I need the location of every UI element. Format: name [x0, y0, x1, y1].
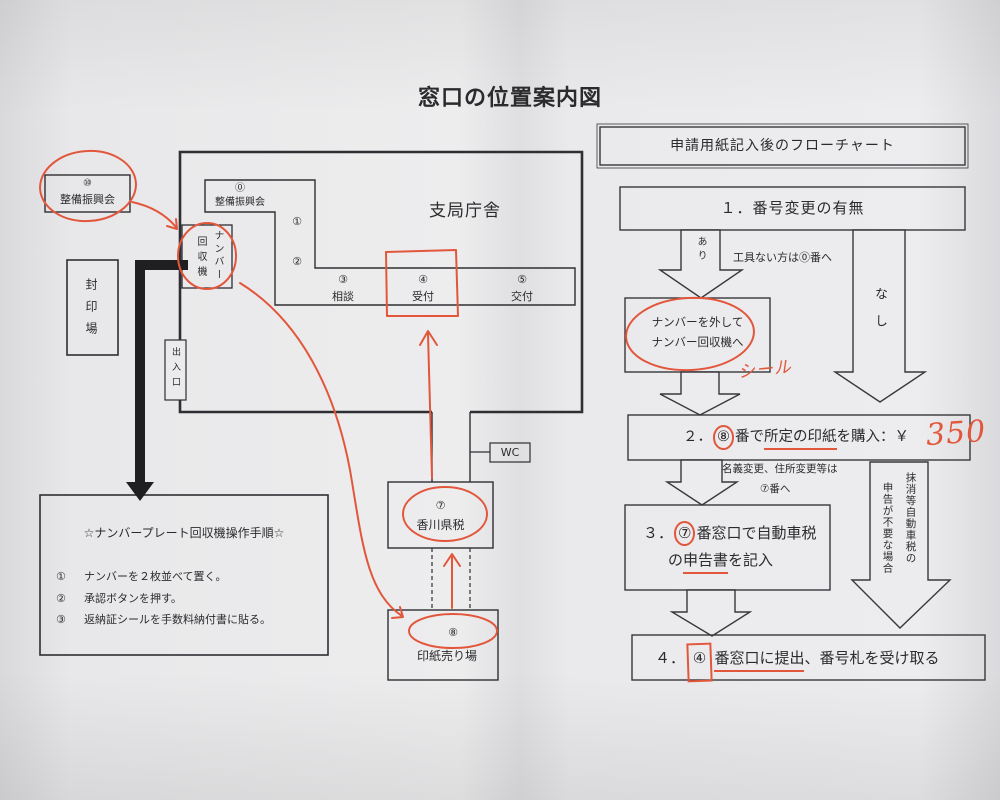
flow-step3-window: ⑦ [674, 521, 696, 546]
stamp-shop-label: 印紙売り場 [416, 649, 477, 663]
flow-yes-arrow [657, 229, 745, 299]
flow-step3-box [624, 504, 831, 591]
seal-area-box [66, 259, 119, 356]
entrance-label: 出入口 [170, 347, 180, 392]
procedure-step-2-number: ② [56, 592, 66, 605]
flow-arrow-to-step4 [669, 589, 753, 637]
route-to-procedure-arrowhead [126, 482, 154, 501]
counter-5-number: ⑤ [517, 273, 527, 286]
flowchart-lines [596, 123, 986, 681]
window-2-label: ② [292, 255, 302, 268]
flow-step4-rest1: 番窓口に提出 [714, 649, 805, 672]
seibi-outside-number: ⑩ [83, 178, 92, 189]
procedure-step-1-number: ① [56, 570, 66, 583]
flow-skip-arrow [850, 461, 952, 629]
flow-step2-window: ⑧ [713, 425, 734, 450]
flow-no-arrow [832, 229, 928, 403]
number-machine-label-left: 回収機 [195, 236, 206, 281]
flow-step2-item: 所定の印紙 [764, 429, 837, 450]
flow-step4-rest2: 、番号札を受け取る [804, 649, 940, 667]
flow-step2-box [627, 414, 971, 461]
flow-title: 申請用紙記入後のフローチャート [670, 138, 895, 154]
flow-branch-yes: あり [695, 236, 706, 264]
flow-branch-no: なし [872, 287, 887, 341]
procedure-step-1-text: ナンバーを２枚並べて置く。 [84, 570, 227, 583]
entrance-box [164, 339, 187, 401]
flow-step4-prefix: ４． [655, 649, 686, 667]
seibi-outside-label: 整備振興会 [60, 193, 115, 206]
counter-area-outline [204, 179, 576, 306]
seibi-inside-number: ⓪ [235, 183, 245, 194]
wc-label: WC [500, 446, 520, 459]
flow-step3-line1-rest: 番窓口で自動車税 [696, 524, 817, 542]
flow-title-box [599, 126, 966, 166]
flow-remove-plate-line1: ナンバーを外して [651, 315, 744, 329]
building-outline [178, 150, 584, 414]
flow-step2-suffix: を購入：￥ [836, 429, 910, 445]
counter-5-label: 交付 [511, 290, 533, 303]
flow-remove-plate-line2: ナンバー回収機へ [651, 335, 744, 349]
building-label: 支局庁舎 [429, 201, 501, 221]
counter-3-label: 相談 [332, 290, 354, 303]
counter-4-label: 受付 [412, 290, 434, 303]
handwritten-amount: 350 [924, 413, 988, 454]
flow-tool-note: 工具ない方は⓪番へ [733, 251, 832, 264]
stamp-shop-number: ⑧ [448, 626, 458, 639]
route-to-procedure-arrow [135, 260, 188, 484]
page-title: 窓口の位置案内図 [417, 86, 602, 111]
procedure-step-3-number: ③ [56, 613, 66, 626]
flow-step1-box [619, 186, 966, 231]
procedure-step-3-text: 返納証シールを手数料納付書に貼る。 [84, 613, 271, 626]
wc-box [489, 442, 531, 463]
number-machine-box [181, 224, 233, 289]
flow-skip-note-left: 申告が不要な場合 [881, 482, 894, 574]
counter-4-number: ④ [418, 273, 428, 286]
seal-area-label: 封印場 [84, 278, 98, 344]
counter-3-number: ③ [338, 273, 348, 286]
flow-step3-line2: の申告書を記入 [668, 551, 774, 574]
flow-step2-prefix: ２． [683, 429, 712, 445]
stamp-shop-box [387, 609, 499, 681]
flow-step4-window: ④ [686, 642, 714, 683]
flow-step3-line2-item: 申告書 [683, 551, 729, 574]
flow-name-change-note-line1: 名義変更、住所変更等は [722, 463, 838, 475]
kagawa-tax-label: 香川県税 [416, 518, 465, 532]
flow-title-box-outer [596, 123, 969, 169]
number-machine-label-right: ナンバー [212, 230, 223, 282]
flow-arrow-to-step2 [659, 371, 741, 416]
kagawa-tax-box [387, 481, 494, 549]
flow-arrow-to-step3 [664, 459, 740, 506]
flow-name-change-note-line2: ⑦番へ [760, 483, 791, 495]
seibi-inside-label: 整備振興会 [215, 197, 265, 208]
flow-step4-box [631, 634, 986, 681]
flow-step3-line2-pre: の [668, 551, 684, 569]
procedure-step-2-text: 承認ボタンを押す。 [84, 592, 182, 605]
flow-skip-note-right: 抹消等自動車税の [904, 472, 917, 564]
procedure-title: ☆ナンバープレート回収機操作手順☆ [83, 526, 285, 540]
window-1-label: ① [292, 215, 302, 228]
flow-step3-prefix: ３． [643, 524, 674, 542]
kagawa-tax-number: ⑦ [435, 499, 446, 512]
flow-step1-text: １．番号変更の有無 [720, 199, 865, 217]
flow-step3-line2-rest: を記入 [728, 551, 774, 569]
flow-step2-mid: 番で [735, 429, 764, 445]
